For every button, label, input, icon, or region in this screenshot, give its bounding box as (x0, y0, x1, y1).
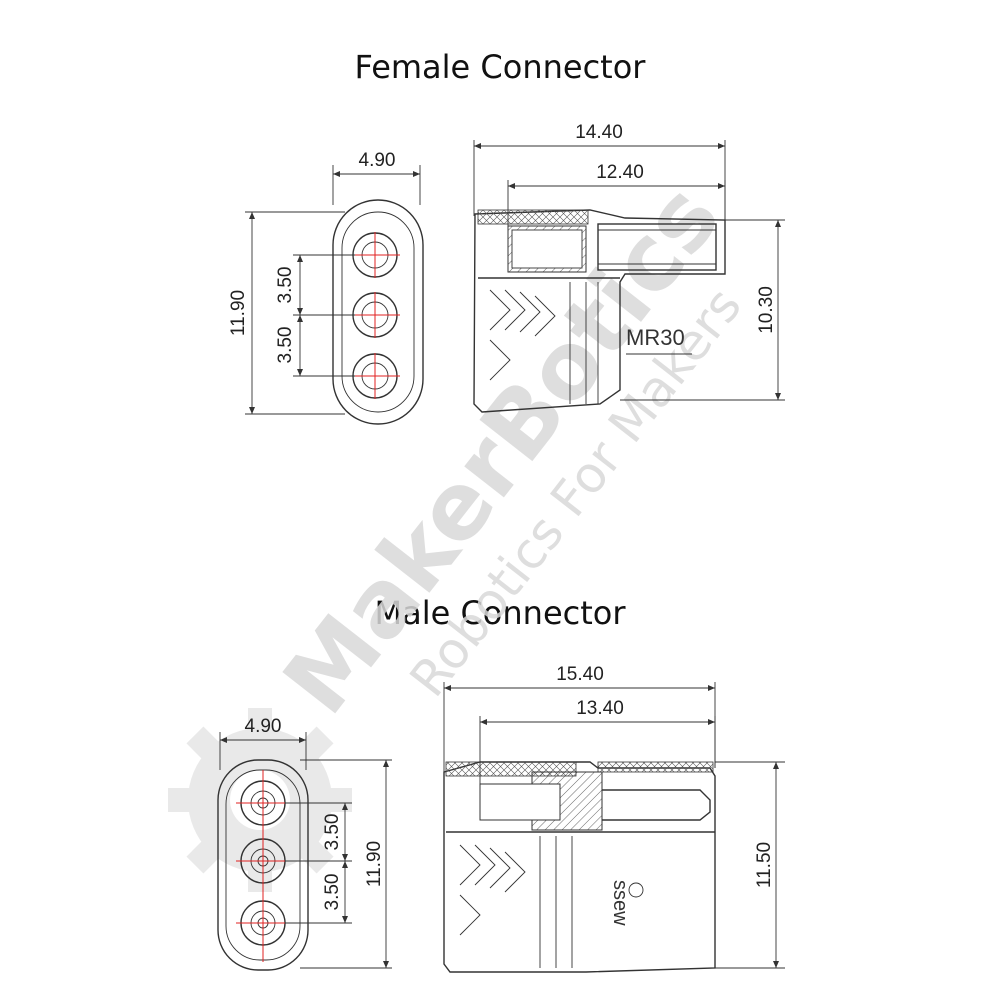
gear-logo-icon (168, 708, 352, 892)
female-width-dim: 4.90 (359, 150, 396, 171)
male-marking: ssew (609, 880, 631, 926)
female-pitch-bottom-dim: 3.50 (275, 327, 296, 364)
female-side-height-dim: 10.30 (756, 286, 777, 334)
male-height-dim: 11.90 (364, 841, 385, 887)
male-pitch-top-dim: 3.50 (322, 814, 343, 851)
male-width-dim: 4.90 (245, 716, 282, 737)
male-pitch-bottom-dim: 3.50 (322, 874, 343, 911)
male-side-view: ssew 15.40 13.40 11.50 (443, 664, 785, 973)
female-front-view: 4.90 11.90 3.50 3.50 (228, 150, 424, 425)
female-marking: MR30 (626, 325, 685, 350)
female-height-dim: 11.90 (228, 290, 249, 336)
female-overall-length-dim: 14.40 (575, 122, 623, 143)
watermark-brand: MakerBotics (263, 165, 740, 734)
female-pitch-top-dim: 3.50 (275, 267, 296, 304)
male-connector-title: Male Connector (374, 594, 626, 632)
male-side-height-dim: 11.50 (754, 842, 775, 888)
registered-mark-icon (628, 882, 644, 898)
female-connector-title: Female Connector (354, 48, 646, 86)
male-overall-length-dim: 15.40 (556, 664, 604, 685)
female-inner-length-dim: 12.40 (596, 162, 644, 183)
male-front-view: 4.90 3.50 3.50 11.90 (217, 716, 392, 971)
female-side-view: MR30 14.40 12.40 10.30 (473, 122, 785, 413)
male-inner-length-dim: 13.40 (576, 698, 624, 719)
